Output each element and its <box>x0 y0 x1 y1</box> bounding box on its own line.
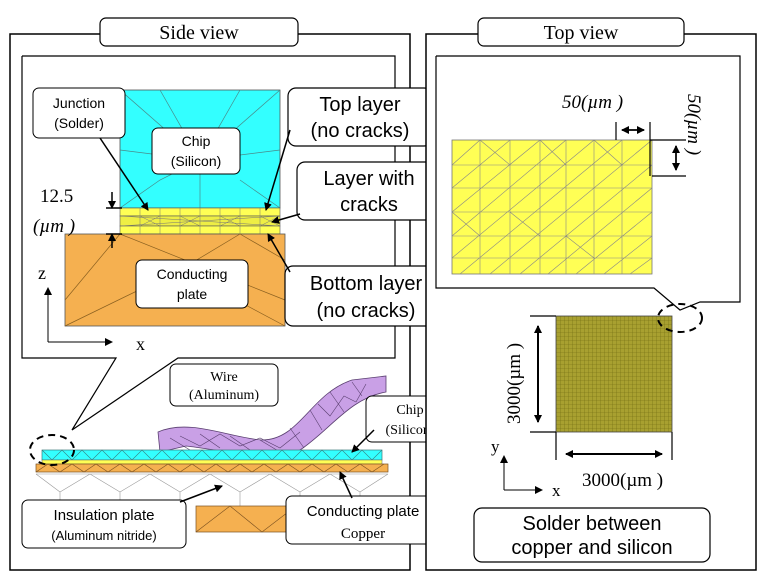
cracked-layer-label-line2: cracks <box>340 194 398 216</box>
solder-caption-line2: copper and silicon <box>511 537 672 559</box>
bottom-layer-label-line1: Bottom layer <box>310 273 423 295</box>
solder-fine-square <box>555 315 673 433</box>
junction-label-line2: (Solder) <box>54 115 104 131</box>
junction-label: Junction (Solder) <box>32 87 149 211</box>
zoom-region-marker-side <box>29 434 75 466</box>
conducting-plate-label-line1: Conducting <box>157 266 228 282</box>
chip-label-lower-line1: Chip <box>396 403 423 418</box>
element-height-label: 50(µm ) <box>683 94 704 155</box>
chip-label-line1: Chip <box>182 133 211 149</box>
thickness-label-value: 12.5 <box>40 186 73 207</box>
solder-caption-line1: Solder between <box>523 513 662 535</box>
solder-width-dim: 3000(µm ) <box>555 432 673 491</box>
top-layer-label: Top layer (no cracks) <box>264 87 433 211</box>
wire-label-line1: Wire <box>210 370 237 385</box>
junction-label-line1: Junction <box>53 95 105 111</box>
thickness-label: 12.5 (µm ) <box>33 186 122 248</box>
insulation-label-line2: (Aluminum nitride) <box>51 528 156 543</box>
lower-chip-layer <box>41 449 383 461</box>
element-height-dim: 50(µm ) <box>650 94 704 177</box>
top-view-title: Top view <box>544 22 619 44</box>
axis-x-label-top: x <box>552 481 561 500</box>
top-axes: y x <box>491 437 561 500</box>
chip-label-lower-line2: (Silicon) <box>386 423 435 438</box>
side-view-title: Side view <box>159 22 239 44</box>
side-axes: z x <box>38 263 145 354</box>
axis-z-label: z <box>38 263 46 283</box>
wire-label: Wire (Aluminum) <box>169 363 279 407</box>
bottom-layer-label: Bottom layer (no cracks) <box>267 233 448 327</box>
conducting-copper-label-line1: Conducting plate <box>307 503 420 520</box>
bottom-layer-label-line2: (no cracks) <box>317 300 416 322</box>
cracked-layer-label: Layer with cracks <box>271 161 442 224</box>
top-layer-label-line2: (no cracks) <box>311 120 410 142</box>
thickness-label-unit: (µm ) <box>33 216 75 237</box>
conducting-copper-label: Conducting plate Copper <box>285 471 441 545</box>
top-view-title-box: Top view <box>477 17 685 47</box>
insulation-label: Insulation plate (Aluminum nitride) <box>21 484 223 549</box>
chip-label: Chip (Silicon) <box>151 127 241 175</box>
lower-insulation-mesh <box>35 473 389 533</box>
solder-height-label: 3000(µm ) <box>504 343 525 424</box>
lower-solder-layer <box>41 459 383 465</box>
element-width-dim: 50(µm ) <box>562 92 651 176</box>
solder-caption: Solder between copper and silicon <box>473 507 711 563</box>
conducting-plate-label-line2: plate <box>177 286 208 302</box>
element-width-label: 50(µm ) <box>562 92 623 113</box>
top-zoom-callout <box>435 55 741 311</box>
conducting-plate-label: Conducting plate <box>135 259 249 309</box>
axis-x-label-side: x <box>136 334 145 354</box>
insulation-label-line1: Insulation plate <box>54 507 155 524</box>
zoom-region-marker-top <box>657 303 703 333</box>
solder-height-dim: 3000(µm ) <box>504 315 556 433</box>
solder-width-label: 3000(µm ) <box>582 470 663 491</box>
axis-y-label: y <box>491 437 500 456</box>
lower-copper-layer <box>35 463 389 473</box>
top-mesh <box>451 139 653 275</box>
top-layer-label-line1: Top layer <box>319 94 400 116</box>
zoom-solder-layers <box>119 207 281 235</box>
chip-label-line2: (Silicon) <box>171 153 222 169</box>
side-view-title-box: Side view <box>99 17 299 47</box>
conducting-copper-label-line2: Copper <box>341 526 385 542</box>
cracked-layer-label-line1: Layer with <box>323 168 414 190</box>
wire-label-line2: (Aluminum) <box>189 388 259 403</box>
